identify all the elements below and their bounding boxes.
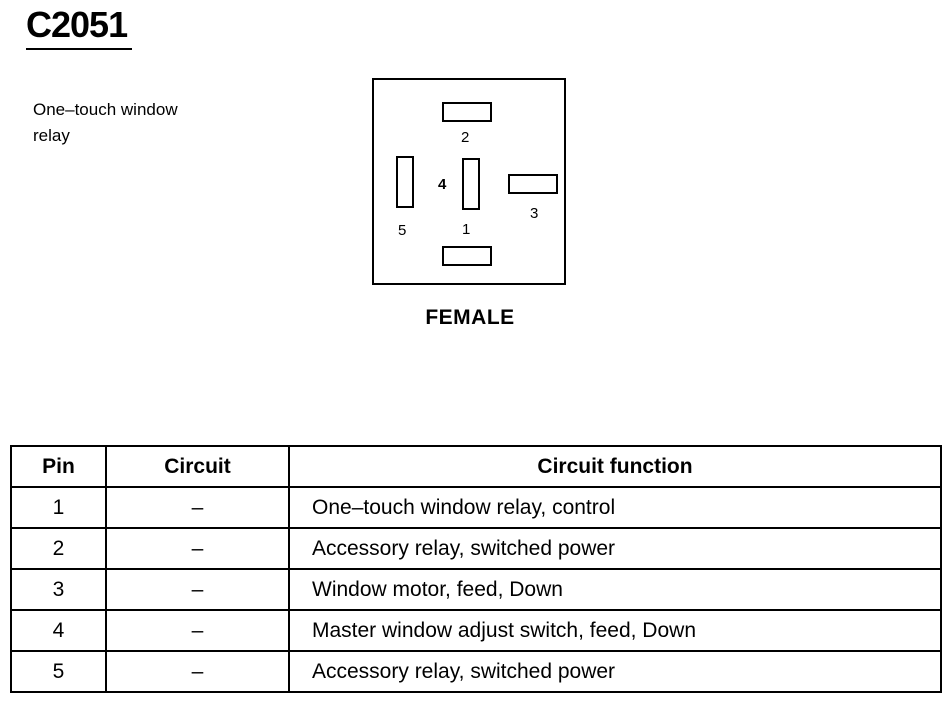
table-row: 5 – Accessory relay, switched power (10, 650, 942, 693)
cell-function: Accessory relay, switched power (288, 650, 942, 693)
cell-circuit: – (105, 650, 290, 693)
pin-slot-3 (508, 174, 558, 194)
cell-circuit: – (105, 568, 290, 611)
pin-slot-1 (442, 246, 492, 266)
cell-function: One–touch window relay, control (288, 486, 942, 529)
connector-gender: FEMALE (425, 306, 515, 329)
header-circuit: Circuit (105, 445, 290, 488)
connector-description: One–touch window relay (33, 100, 178, 145)
cell-function: Accessory relay, switched power (288, 527, 942, 570)
pin-slot-2 (442, 102, 492, 122)
pin-label-2: 2 (461, 129, 470, 146)
title-underline (26, 48, 132, 50)
header-pin: Pin (10, 445, 107, 488)
pin-slot-5 (396, 156, 414, 208)
cell-circuit: – (105, 486, 290, 529)
cell-circuit: – (105, 609, 290, 652)
table-row: 3 – Window motor, feed, Down (10, 568, 942, 611)
header-circuit-function: Circuit function (288, 445, 942, 488)
cell-pin: 1 (10, 486, 107, 529)
connector-face: 2 4 3 5 1 (372, 78, 566, 285)
connector-id: C2051 (26, 4, 128, 45)
cell-pin: 3 (10, 568, 107, 611)
cell-pin: 2 (10, 527, 107, 570)
cell-function: Window motor, feed, Down (288, 568, 942, 611)
table-row: 1 – One–touch window relay, control (10, 486, 942, 529)
pinout-table: Pin Circuit Circuit function 1 – One–tou… (10, 445, 942, 693)
table-row: 2 – Accessory relay, switched power (10, 527, 942, 570)
table-row: 4 – Master window adjust switch, feed, D… (10, 609, 942, 652)
pin-label-3: 3 (530, 205, 539, 222)
cell-pin: 5 (10, 650, 107, 693)
cell-function: Master window adjust switch, feed, Down (288, 609, 942, 652)
cell-circuit: – (105, 527, 290, 570)
pin-label-1: 1 (462, 221, 471, 238)
pin-label-5: 5 (398, 222, 407, 239)
pin-label-4: 4 (438, 176, 447, 193)
cell-pin: 4 (10, 609, 107, 652)
table-header-row: Pin Circuit Circuit function (10, 445, 942, 488)
pin-slot-4 (462, 158, 480, 210)
